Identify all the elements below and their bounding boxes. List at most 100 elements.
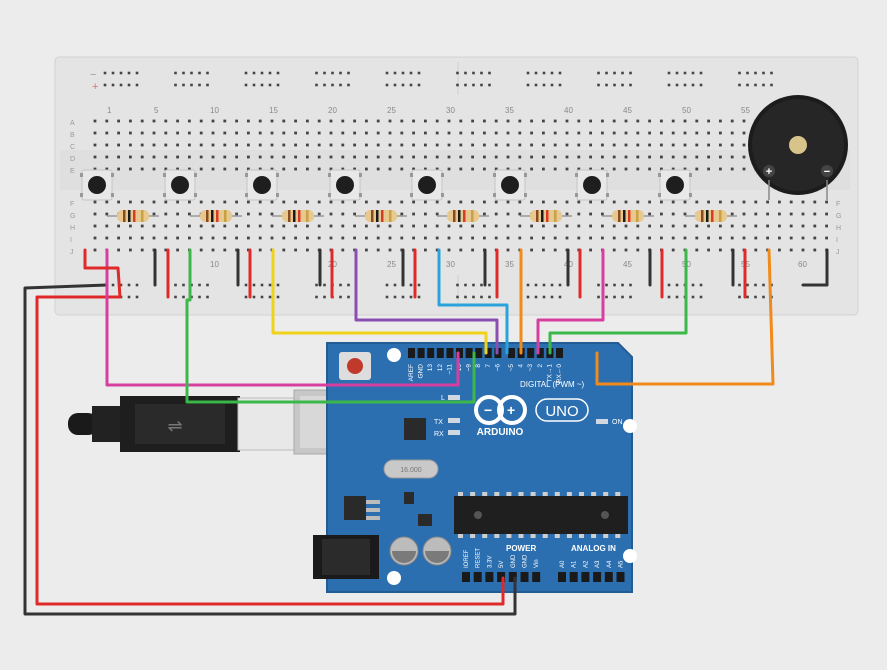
wire-green-right[interactable] [548, 248, 688, 355]
pin-label: A4 [607, 560, 613, 568]
pin-label: A2 [583, 560, 589, 568]
col-number: 25 [387, 106, 396, 115]
wire-blue[interactable] [437, 248, 509, 355]
header-pin[interactable] [569, 572, 578, 582]
header-pin[interactable] [532, 572, 541, 582]
header-pin[interactable] [408, 348, 415, 358]
header-pin[interactable] [520, 572, 529, 582]
pin-label: 13 [427, 364, 434, 372]
header-pin[interactable] [556, 348, 563, 358]
reset-button-cap[interactable] [347, 358, 363, 374]
col-number: 10 [210, 260, 219, 269]
header-pin[interactable] [417, 348, 425, 358]
wire-green-left[interactable] [185, 248, 476, 404]
analog-header-label: ANALOG IN [571, 544, 616, 553]
pin-label: ~5 [508, 364, 515, 372]
pushbutton[interactable] [163, 169, 197, 201]
header-pin[interactable] [581, 572, 590, 582]
pushbutton[interactable] [575, 169, 609, 201]
header-pin[interactable] [485, 572, 494, 582]
header-pin[interactable] [484, 348, 492, 358]
atmega-chip [454, 496, 628, 534]
resistors [107, 210, 737, 222]
pin-label: TX→1 [546, 364, 553, 383]
col-number: 5 [154, 106, 159, 115]
pin-label: Vin [534, 559, 540, 568]
row-letter: I [70, 237, 72, 244]
brand-label: ARDUINO [477, 427, 524, 438]
row-letter: H [836, 225, 841, 232]
wire-magenta[interactable] [105, 248, 460, 387]
pin-label: GND [418, 364, 425, 379]
row-letters-left: A B C D E F G H I J [70, 120, 75, 256]
col-number: 45 [623, 106, 632, 115]
header-pin[interactable] [475, 348, 483, 358]
model-label: UNO [545, 403, 578, 420]
wire-5v[interactable] [35, 295, 505, 606]
row-letter: C [70, 144, 75, 151]
on-label: ON [612, 419, 623, 426]
pin-label: 5V [499, 561, 505, 568]
row-letter: F [836, 201, 840, 208]
header-pin[interactable] [558, 572, 566, 582]
wire-yellow[interactable] [271, 248, 488, 355]
pushbuttons [80, 169, 692, 201]
usb-cable: ⇌ [68, 389, 375, 455]
header-pin[interactable] [593, 572, 602, 582]
pin-label: A5 [619, 560, 625, 568]
voltage-regulator [344, 496, 366, 520]
pin-label: GND [523, 554, 529, 568]
wire-buzzer-gnd[interactable] [801, 248, 829, 287]
pin-label: A0 [560, 560, 566, 568]
row-letter: F [70, 201, 74, 208]
pin-label: ~9 [466, 364, 473, 372]
header-pin[interactable] [536, 348, 544, 358]
buzzer-plus-label: + [766, 166, 772, 178]
pushbutton[interactable] [410, 169, 444, 201]
header-pin[interactable] [604, 572, 613, 582]
pushbutton[interactable] [80, 169, 114, 201]
pushbutton[interactable] [245, 169, 279, 201]
resistor[interactable] [107, 210, 159, 222]
header-pin[interactable] [446, 348, 454, 358]
wire-magenta-right[interactable] [536, 248, 605, 355]
piezo-buzzer[interactable]: + − [748, 95, 848, 200]
header-pin[interactable] [497, 572, 506, 582]
crystal-label: 16.000 [400, 467, 422, 474]
pushbutton[interactable] [328, 169, 362, 201]
resistor[interactable] [190, 210, 242, 222]
pin-label: AREF [408, 364, 415, 381]
header-pin[interactable] [465, 348, 473, 358]
header-pin[interactable] [473, 572, 482, 582]
pushbutton[interactable] [658, 169, 692, 201]
resistor[interactable] [602, 210, 654, 222]
header-pin[interactable] [527, 348, 535, 358]
resistor[interactable] [437, 210, 489, 222]
resistor[interactable] [355, 210, 407, 222]
wire-buzzer-signal[interactable] [595, 248, 775, 386]
header-pin[interactable] [462, 572, 470, 582]
header-pin[interactable] [436, 348, 444, 358]
usb-chip [404, 418, 426, 440]
resistor[interactable] [520, 210, 572, 222]
arduino-logo: − + ARDUINO [474, 395, 527, 438]
row-letter: I [836, 237, 838, 244]
pin-label: 4 [518, 364, 525, 368]
resistor[interactable] [272, 210, 324, 222]
pin-label: 12 [437, 364, 444, 372]
header-pin[interactable] [427, 348, 435, 358]
power-header [462, 572, 625, 582]
wire-gnd[interactable] [23, 283, 517, 616]
resistor[interactable] [685, 210, 737, 222]
pin-label: 2 [537, 364, 544, 368]
wire-purple[interactable] [354, 248, 499, 355]
header-pin[interactable] [616, 572, 625, 582]
row-letter: D [70, 156, 75, 163]
pushbutton[interactable] [493, 169, 527, 201]
pin-label: A3 [595, 560, 601, 568]
header-pin[interactable] [508, 348, 515, 358]
header-pin[interactable] [508, 572, 517, 582]
